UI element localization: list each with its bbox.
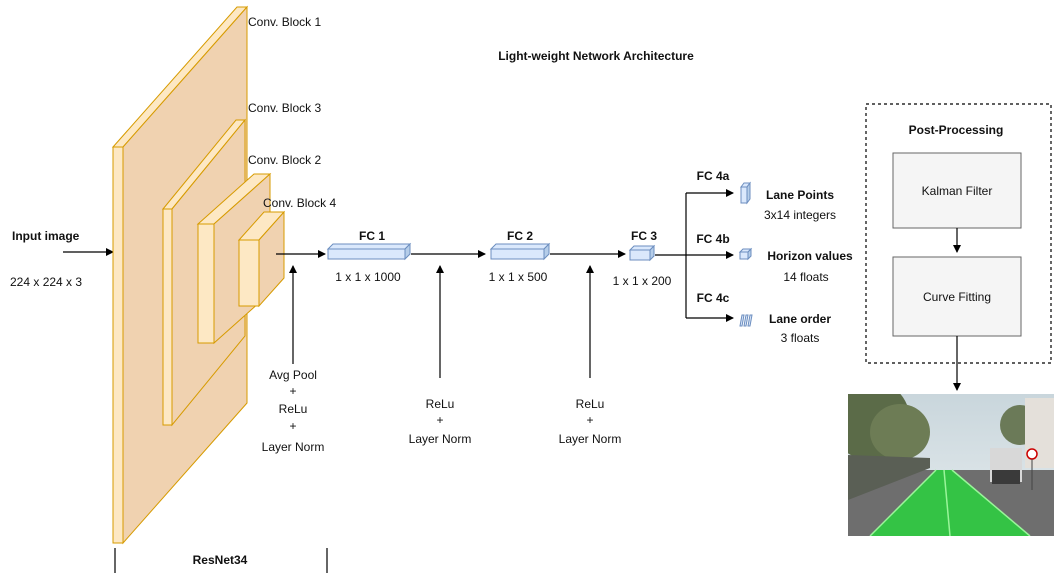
fc4c-block: [740, 315, 752, 326]
input-label: Input image: [12, 229, 80, 243]
relu1-op-3: Layer Norm: [409, 432, 472, 446]
fc4a-label: FC 4a: [697, 169, 730, 183]
relu2-op-3: Layer Norm: [559, 432, 622, 446]
conv-block-3-label: Conv. Block 3: [248, 101, 321, 115]
fc3-dims: 1 x 1 x 200: [613, 274, 672, 288]
fc3-label: FC 3: [631, 229, 657, 243]
relu2-op-2: +: [586, 413, 593, 427]
fc1-label: FC 1: [359, 229, 385, 243]
fc4c-output: Lane order: [769, 312, 831, 326]
pool-op-1: Avg Pool: [269, 368, 317, 382]
conv-block-4-label: Conv. Block 4: [263, 196, 336, 210]
pool-op-3: ReLu: [279, 402, 308, 416]
fc4a-detail: 3x14 integers: [764, 208, 836, 222]
conv-block-1-label: Conv. Block 1: [248, 15, 321, 29]
relu1-ops: ReLu + Layer Norm: [409, 397, 472, 446]
curve-fitting-label: Curve Fitting: [923, 290, 991, 304]
fc4a-block: [741, 183, 750, 203]
fc4b-output: Horizon values: [767, 249, 853, 263]
relu1-op-2: +: [436, 413, 443, 427]
fc1-bar: [328, 244, 410, 259]
conv-block-2-label: Conv. Block 2: [248, 153, 321, 167]
fc2-bar: [491, 244, 549, 259]
fc4a-output: Lane Points: [766, 188, 834, 202]
relu2-ops: ReLu + Layer Norm: [559, 397, 622, 446]
input-size: 224 x 224 x 3: [10, 275, 82, 289]
diagram-title: Light-weight Network Architecture: [498, 49, 694, 63]
pool-ops: Avg Pool + ReLu + Layer Norm: [262, 368, 325, 454]
kalman-filter-label: Kalman Filter: [922, 184, 993, 198]
fc4b-detail: 14 floats: [783, 270, 828, 284]
backbone-label: ResNet34: [193, 553, 248, 567]
fc1-dims: 1 x 1 x 1000: [335, 270, 401, 284]
pool-op-4: +: [289, 419, 296, 433]
fc4b-block: [740, 249, 751, 259]
relu2-op-1: ReLu: [576, 397, 605, 411]
fc2-dims: 1 x 1 x 500: [489, 270, 548, 284]
pool-op-2: +: [289, 384, 296, 398]
pool-op-5: Layer Norm: [262, 440, 325, 454]
fc4c-detail: 3 floats: [781, 331, 820, 345]
output-road-image: [830, 380, 1054, 536]
fc2-label: FC 2: [507, 229, 533, 243]
fc4b-label: FC 4b: [696, 232, 729, 246]
relu1-op-1: ReLu: [426, 397, 455, 411]
fc4c-label: FC 4c: [697, 291, 730, 305]
post-processing-title: Post-Processing: [909, 123, 1004, 137]
fc3-bar: [630, 246, 654, 260]
